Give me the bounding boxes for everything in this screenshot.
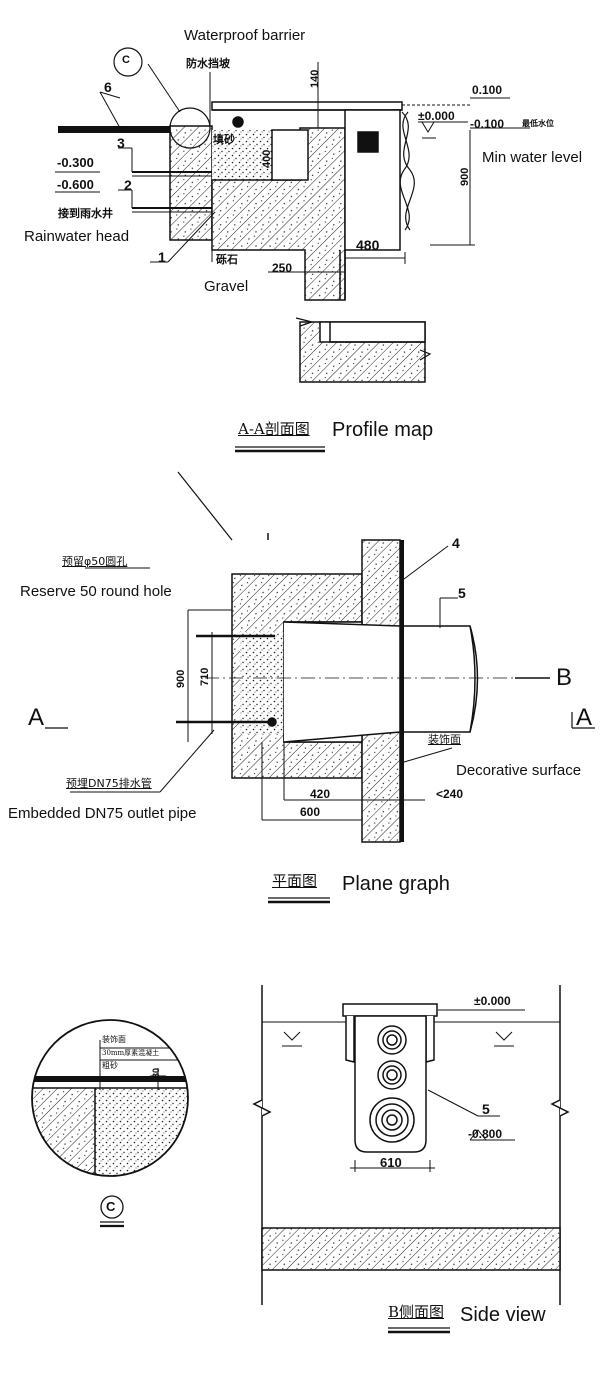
decorative-surface-label: Decorative surface [456, 762, 582, 779]
rainwater-head-label: Rainwater head [24, 228, 130, 245]
detail-c-line1: 装饰面 [102, 1035, 126, 1044]
callout-5-side: 5 [482, 1101, 490, 1117]
plane-caption-en: Plane graph [342, 873, 450, 895]
dim-600: 600 [300, 805, 321, 819]
callout-1: 1 [158, 249, 166, 265]
detail-c-mark: C [106, 1199, 116, 1214]
callout-6: 6 [104, 79, 112, 95]
elevation-m0100: -0.100 [470, 117, 505, 131]
dim-400: 400 [261, 149, 273, 168]
section-mark-a-right: A [576, 704, 593, 731]
reserve-hole-label: Reserve 50 round hole [20, 583, 172, 600]
detail-c-callout: C [122, 54, 130, 66]
plane-section [45, 471, 595, 904]
elevation-m0300: -0.300 [57, 155, 94, 170]
waterproof-barrier-cn: 防水挡坡 [186, 57, 230, 70]
side-view [252, 985, 570, 1334]
reserve-hole-cn: 预留φ50圆孔 [62, 555, 128, 568]
detail-c-line3: 粗砂 [102, 1061, 118, 1070]
decorative-surface-cn: 装饰面 [428, 733, 461, 746]
waterproof-barrier-label: Waterproof barrier [184, 27, 306, 44]
dim-250: 250 [272, 261, 293, 275]
dim-610: 610 [380, 1155, 402, 1170]
detail-c-dim-30: 30 [151, 1067, 161, 1078]
elevation-0100: 0.100 [472, 83, 503, 97]
side-caption-cn: B侧面图 [388, 1303, 445, 1321]
dim-140: 140 [309, 69, 321, 88]
profile-caption-en: Profile map [332, 419, 434, 441]
callout-4: 4 [452, 535, 460, 551]
elevation-000: ±0.000 [418, 109, 455, 123]
profile-caption-cn: A-A剖面图 [238, 420, 310, 438]
profile-section [55, 47, 530, 453]
rainwater-cn: 接到雨水井 [58, 207, 113, 220]
callout-2: 2 [124, 177, 132, 193]
dim-420: 420 [310, 787, 331, 801]
dim-900-profile: 900 [459, 167, 471, 186]
gravel-cn: 砾石 [216, 253, 238, 266]
side-elevation-m0800: -0.800 [468, 1127, 503, 1141]
dim-900-plane: 900 [175, 669, 187, 688]
gravel-label: Gravel [204, 278, 249, 295]
dim-480: 480 [356, 237, 380, 253]
side-caption-en: Side view [460, 1304, 546, 1326]
fill-sand-label: 填砂 [213, 133, 235, 146]
min-water-level-label: Min water level [482, 149, 583, 166]
side-elevation-000: ±0.000 [474, 994, 511, 1008]
section-mark-a-left: A [28, 704, 45, 731]
embedded-pipe-cn: 预埋DN75排水管 [66, 777, 152, 790]
callout-5-plane: 5 [458, 585, 466, 601]
min-water-level-cn: 最低水位 [522, 119, 554, 128]
dim-710: 710 [199, 667, 211, 686]
dim-240: <240 [436, 787, 464, 801]
plane-caption-cn: 平面图 [272, 872, 318, 890]
callout-3: 3 [117, 135, 125, 151]
detail-c-line2: 30mm厚素混凝土 [102, 1049, 160, 1057]
embedded-pipe-label: Embedded DN75 outlet pipe [8, 805, 197, 822]
section-mark-b: B [556, 664, 573, 691]
elevation-m0600: -0.600 [57, 177, 94, 192]
